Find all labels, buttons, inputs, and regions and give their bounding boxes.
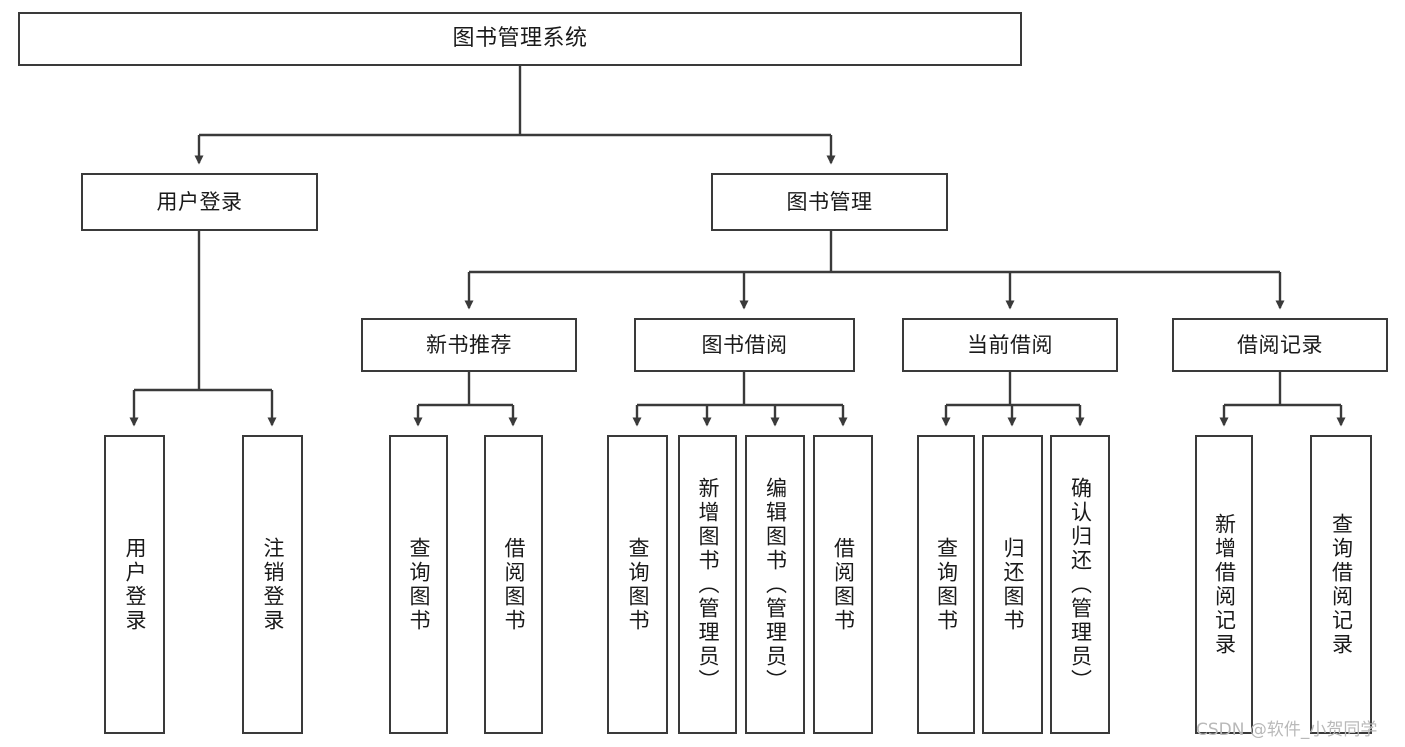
node-leaf-query-book-3[interactable]: 查询图书	[917, 435, 975, 734]
node-leaf-borrow-book-2[interactable]: 借阅图书	[813, 435, 873, 734]
node-current-borrow[interactable]: 当前借阅	[902, 318, 1118, 372]
node-new-book-rec[interactable]: 新书推荐	[361, 318, 577, 372]
node-leaf-borrow-book-2-label: 借阅图书	[831, 536, 856, 633]
node-book-manage[interactable]: 图书管理	[711, 173, 948, 231]
node-leaf-edit-book-label: 编辑图书（管理员）	[763, 476, 788, 693]
node-leaf-query-record-label: 查询借阅记录	[1329, 512, 1354, 657]
node-leaf-query-book-1[interactable]: 查询图书	[389, 435, 448, 734]
node-leaf-logout-label: 注销登录	[261, 536, 285, 633]
node-book-borrow[interactable]: 图书借阅	[634, 318, 855, 372]
node-user-login[interactable]: 用户登录	[81, 173, 318, 231]
node-leaf-return-book-label: 归还图书	[1001, 536, 1025, 633]
node-leaf-borrow-book-1[interactable]: 借阅图书	[484, 435, 543, 734]
node-leaf-return-book[interactable]: 归还图书	[982, 435, 1043, 734]
node-leaf-query-book-2[interactable]: 查询图书	[607, 435, 668, 734]
node-leaf-query-book-1-label: 查询图书	[407, 536, 431, 633]
node-root[interactable]: 图书管理系统	[18, 12, 1022, 66]
node-leaf-logout[interactable]: 注销登录	[242, 435, 303, 734]
node-borrow-record-label: 借阅记录	[1237, 332, 1323, 357]
node-leaf-add-book-label: 新增图书（管理员）	[696, 476, 720, 693]
node-leaf-add-book[interactable]: 新增图书（管理员）	[678, 435, 737, 734]
node-leaf-edit-book[interactable]: 编辑图书（管理员）	[745, 435, 805, 734]
node-current-borrow-label: 当前借阅	[967, 332, 1053, 357]
node-leaf-add-record-label: 新增借阅记录	[1212, 512, 1237, 657]
node-leaf-add-record[interactable]: 新增借阅记录	[1195, 435, 1253, 734]
node-new-book-rec-label: 新书推荐	[426, 332, 512, 357]
node-leaf-user-login[interactable]: 用户登录	[104, 435, 165, 734]
node-leaf-confirm-return[interactable]: 确认归还（管理员）	[1050, 435, 1110, 734]
node-borrow-record[interactable]: 借阅记录	[1172, 318, 1388, 372]
node-leaf-query-book-2-label: 查询图书	[626, 536, 650, 633]
node-root-label: 图书管理系统	[452, 26, 588, 52]
csdn-watermark: CSDN @软件_小贺同学	[1196, 720, 1378, 740]
node-user-login-label: 用户登录	[156, 189, 243, 214]
node-book-borrow-label: 图书借阅	[701, 332, 788, 357]
node-leaf-user-login-label: 用户登录	[123, 536, 147, 633]
node-leaf-query-book-3-label: 查询图书	[934, 536, 959, 633]
node-leaf-borrow-book-1-label: 借阅图书	[502, 536, 526, 633]
node-book-manage-label: 图书管理	[786, 189, 873, 214]
node-leaf-query-record[interactable]: 查询借阅记录	[1310, 435, 1372, 734]
node-leaf-confirm-return-label: 确认归还（管理员）	[1068, 476, 1093, 693]
